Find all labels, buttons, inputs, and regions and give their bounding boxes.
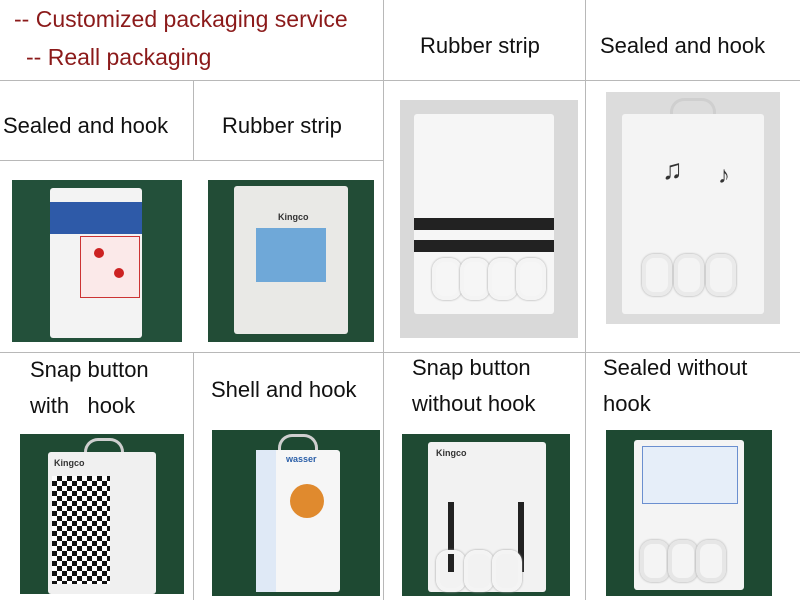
brand-logo: Kingco	[436, 448, 467, 458]
package	[414, 114, 554, 314]
package: Kingco	[428, 442, 546, 592]
package	[50, 188, 142, 338]
package: Kingco	[48, 452, 156, 594]
photo-shell-hook: wasser	[212, 430, 380, 596]
photo-sealed-hook-right: ♫ ♪	[606, 92, 780, 324]
hanger-hook	[278, 434, 318, 451]
photo-sealed-without-hook	[606, 430, 772, 596]
grid-vline-2	[585, 0, 586, 600]
black-stripe	[414, 218, 554, 230]
checker-print	[52, 476, 110, 584]
label-card	[256, 228, 326, 282]
photo-rubber-strip-left: Kingco	[208, 180, 374, 342]
label-snap-without-hook-2: without hook	[412, 391, 536, 416]
package: ♫ ♪	[622, 114, 764, 314]
label-snap-with-hook-2: with hook	[30, 393, 136, 418]
label-rubber-strip-left: Rubber strip	[222, 113, 342, 138]
package: Kingco	[234, 186, 348, 334]
ring	[674, 254, 704, 296]
black-stripe	[518, 502, 524, 572]
ring	[706, 254, 736, 296]
label-sealed-without-hook-2: hook	[603, 391, 651, 416]
photo-rubber-strip-right	[400, 100, 578, 338]
music-note-print: ♫	[662, 154, 683, 185]
photo-sealed-hook-left	[12, 180, 182, 342]
grid-vline-5	[193, 352, 194, 600]
label-snap-without-hook-1: Snap button	[412, 355, 531, 380]
grid-vline-3	[193, 80, 194, 160]
package	[634, 440, 744, 590]
label-rubber-strip-top: Rubber strip	[420, 33, 540, 58]
ring	[432, 258, 462, 300]
package-band	[50, 202, 142, 234]
package: wasser	[256, 450, 340, 592]
ring	[640, 540, 670, 582]
photo-snap-with-hook: Kingco	[20, 434, 184, 594]
label-sealed-without-hook-1: Sealed without	[603, 355, 748, 380]
label-sealed-hook-top: Sealed and hook	[600, 33, 766, 58]
label-shell-hook: Shell and hook	[211, 377, 357, 402]
print-dot	[94, 248, 104, 258]
grid-hline-2	[0, 160, 383, 161]
music-note-print: ♪	[718, 162, 730, 189]
brand-logo: wasser	[286, 454, 317, 464]
ring	[668, 540, 698, 582]
label-snap-with-hook-1: Snap button	[30, 357, 149, 382]
grid-vline-1	[383, 0, 384, 80]
ring	[464, 550, 494, 592]
ring	[696, 540, 726, 582]
curtain-print	[80, 236, 140, 298]
black-stripe	[448, 502, 454, 572]
grid-hline-1	[0, 80, 800, 81]
header-line-2: -- Reall packaging	[26, 44, 212, 70]
brand-logo: Kingco	[54, 458, 85, 468]
brand-logo: Kingco	[278, 212, 309, 222]
ring	[642, 254, 672, 296]
grid-hline-3	[0, 352, 800, 353]
side-bar	[256, 450, 276, 592]
ring	[436, 550, 466, 592]
ring	[492, 550, 522, 592]
header-line-1: -- Customized packaging service	[14, 6, 348, 32]
photo-snap-without-hook: Kingco	[402, 434, 570, 596]
grid-vline-4	[383, 80, 384, 600]
hanger-hook	[84, 438, 124, 455]
black-stripe	[414, 240, 554, 252]
motif-print	[290, 484, 324, 518]
hanger-hook	[670, 98, 716, 117]
print-dot	[114, 268, 124, 278]
label-sealed-hook-left: Sealed and hook	[3, 113, 169, 138]
ring	[516, 258, 546, 300]
ring	[460, 258, 490, 300]
label-card	[642, 446, 738, 504]
ring	[488, 258, 518, 300]
